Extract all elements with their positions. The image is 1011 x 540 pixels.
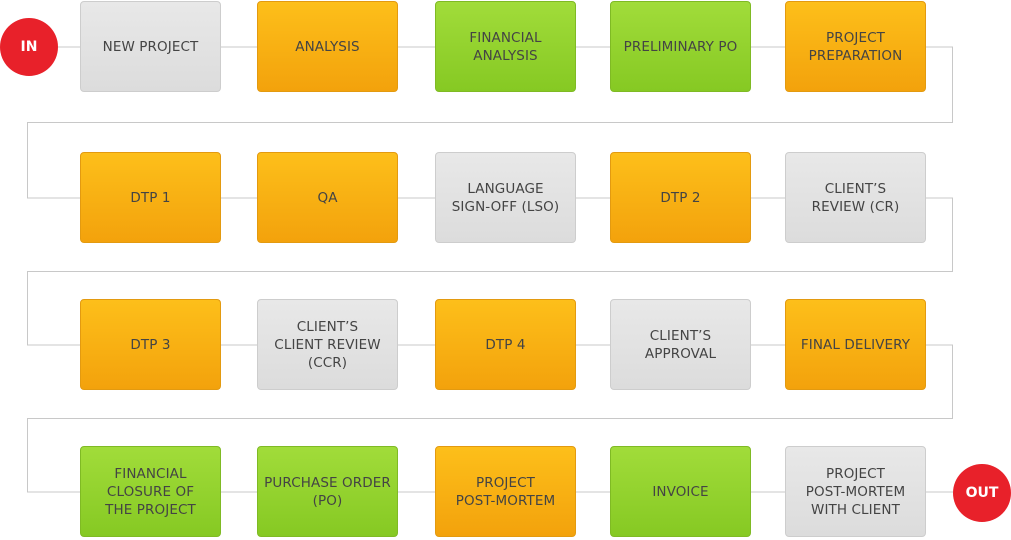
workflow-step: FINANCIAL CLOSURE OF THE PROJECT <box>80 446 221 537</box>
workflow-step: CLIENT’S CLIENT REVIEW (CCR) <box>257 299 398 390</box>
workflow-step: PRELIMINARY PO <box>610 1 751 92</box>
workflow-step: PROJECT PREPARATION <box>785 1 926 92</box>
workflow-step: PROJECT POST-MORTEM <box>435 446 576 537</box>
connector-row-turn <box>27 344 953 493</box>
workflow-step: PURCHASE ORDER (PO) <box>257 446 398 537</box>
connector-row-turn <box>27 46 953 199</box>
in-terminal: IN <box>0 18 58 76</box>
workflow-step: PROJECT POST-MORTEM WITH CLIENT <box>785 446 926 537</box>
workflow-step: ANALYSIS <box>257 1 398 92</box>
out-terminal: OUT <box>953 464 1011 522</box>
workflow-step: CLIENT’S APPROVAL <box>610 299 751 390</box>
workflow-step: FINANCIAL ANALYSIS <box>435 1 576 92</box>
workflow-step: FINAL DELIVERY <box>785 299 926 390</box>
workflow-step: DTP 2 <box>610 152 751 243</box>
workflow-step: INVOICE <box>610 446 751 537</box>
workflow-step: QA <box>257 152 398 243</box>
workflow-step: DTP 3 <box>80 299 221 390</box>
connector-row-turn <box>27 197 953 346</box>
workflow-step: DTP 1 <box>80 152 221 243</box>
workflow-step: DTP 4 <box>435 299 576 390</box>
workflow-step: LANGUAGE SIGN-OFF (LSO) <box>435 152 576 243</box>
workflow-step: CLIENT’S REVIEW (CR) <box>785 152 926 243</box>
workflow-step: NEW PROJECT <box>80 1 221 92</box>
